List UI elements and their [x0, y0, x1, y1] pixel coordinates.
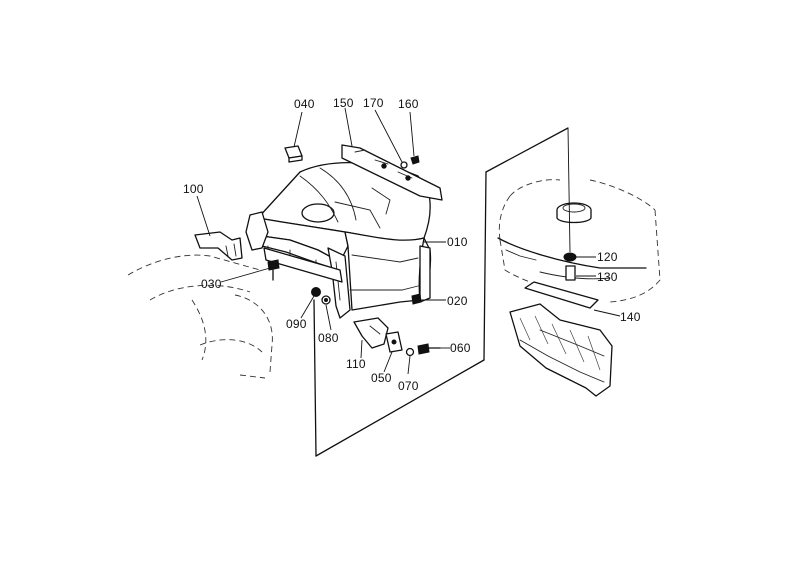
label-120: 120: [597, 250, 618, 264]
spacer-130: [565, 265, 576, 281]
label-060: 060: [450, 341, 471, 355]
label-160: 160: [398, 97, 419, 111]
label-100: 100: [183, 182, 204, 196]
bracket-110: [353, 317, 389, 349]
label-170: 170: [363, 96, 384, 110]
bracket-100: [194, 231, 243, 261]
bolt-030: [267, 259, 280, 281]
label-110: 110: [346, 357, 366, 371]
label-030: 030: [201, 277, 222, 291]
tractor-hood-outline: [127, 254, 273, 379]
rubber-pad-040: [284, 145, 303, 163]
leader-lines: [196, 107, 621, 375]
label-150: 150: [333, 96, 354, 110]
washer-070: [405, 347, 415, 357]
nut-090: [311, 287, 321, 297]
label-070: 070: [398, 379, 419, 393]
label-080: 080: [318, 331, 339, 345]
label-130: 130: [597, 270, 618, 284]
fastener-170: [400, 161, 408, 169]
label-140: 140: [620, 310, 641, 324]
label-050: 050: [371, 371, 392, 385]
lower-tray: [509, 303, 613, 397]
label-090: 090: [286, 317, 307, 331]
bolt-020: [411, 293, 422, 305]
part-number-labels: 040 150 170 160 100 010 030 020 090 080 …: [183, 96, 641, 393]
label-010: 010: [447, 235, 468, 249]
screw-160: [410, 155, 420, 165]
cushion-120: [563, 252, 577, 262]
fuel-tank-cover-010: [245, 162, 432, 319]
washer-080: [321, 295, 331, 305]
assembly-frame-lines: [313, 127, 569, 457]
bolt-060: [417, 343, 441, 355]
label-020: 020: [447, 294, 468, 308]
fuel-tank-body: [497, 179, 661, 303]
clamp-050: [385, 331, 403, 353]
gasket-plate-150: [341, 144, 443, 201]
label-040: 040: [294, 97, 315, 111]
strap-140: [524, 281, 599, 309]
